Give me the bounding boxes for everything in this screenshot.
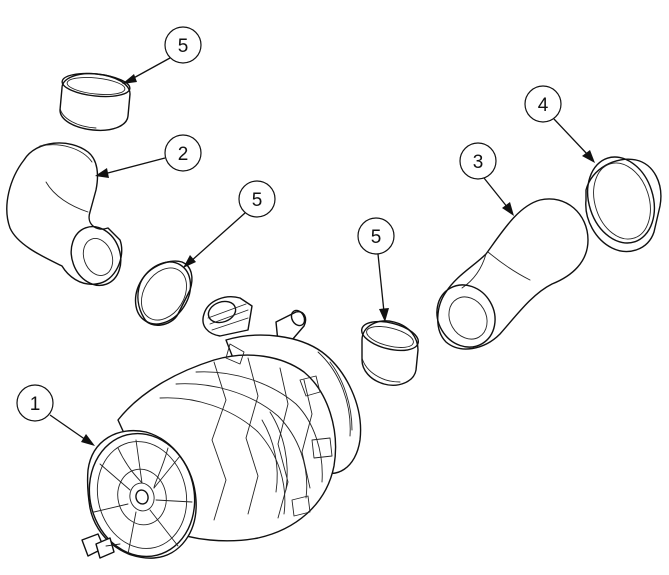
callout-bubble [357,217,395,255]
callout-bubble [524,85,562,123]
callout-3: 3 [459,142,514,216]
callout-label: 2 [178,144,189,165]
leader-arrowhead [582,150,595,163]
callout-5-middle: 5 [357,217,395,322]
callout-label: 3 [473,152,484,173]
callout-label: 4 [538,95,549,116]
clamp-ring-top-left [59,72,131,132]
callout-5-middle-left: 5 [183,180,276,268]
clamp-ring-middle [360,320,420,386]
callout-bubble [238,180,276,218]
callout-4: 4 [524,85,595,163]
leader-arrowhead [81,434,95,446]
callout-5-top: 5 [122,26,202,84]
elbow-hose [6,142,123,287]
pump-motor-assembly [81,296,362,559]
callout-1: 1 [16,384,95,446]
clamp-ring-large [585,156,662,253]
leader-arrowhead [95,168,109,178]
callout-2: 2 [95,134,202,178]
leader-arrowhead [502,202,514,216]
callout-label: 5 [371,227,382,248]
callout-label: 1 [30,394,41,415]
callout-bubble [164,26,202,64]
callout-bubble [164,134,202,172]
callout-label: 5 [252,190,263,211]
clamp-ring-middle-left [134,260,193,326]
leader-arrowhead [183,255,196,268]
callout-bubble [459,142,497,180]
leader-arrowhead [379,308,389,322]
reducer-hose [436,198,589,350]
callout-label: 5 [178,36,189,57]
callout-bubble [16,384,54,422]
leader-arrowhead [122,74,137,84]
